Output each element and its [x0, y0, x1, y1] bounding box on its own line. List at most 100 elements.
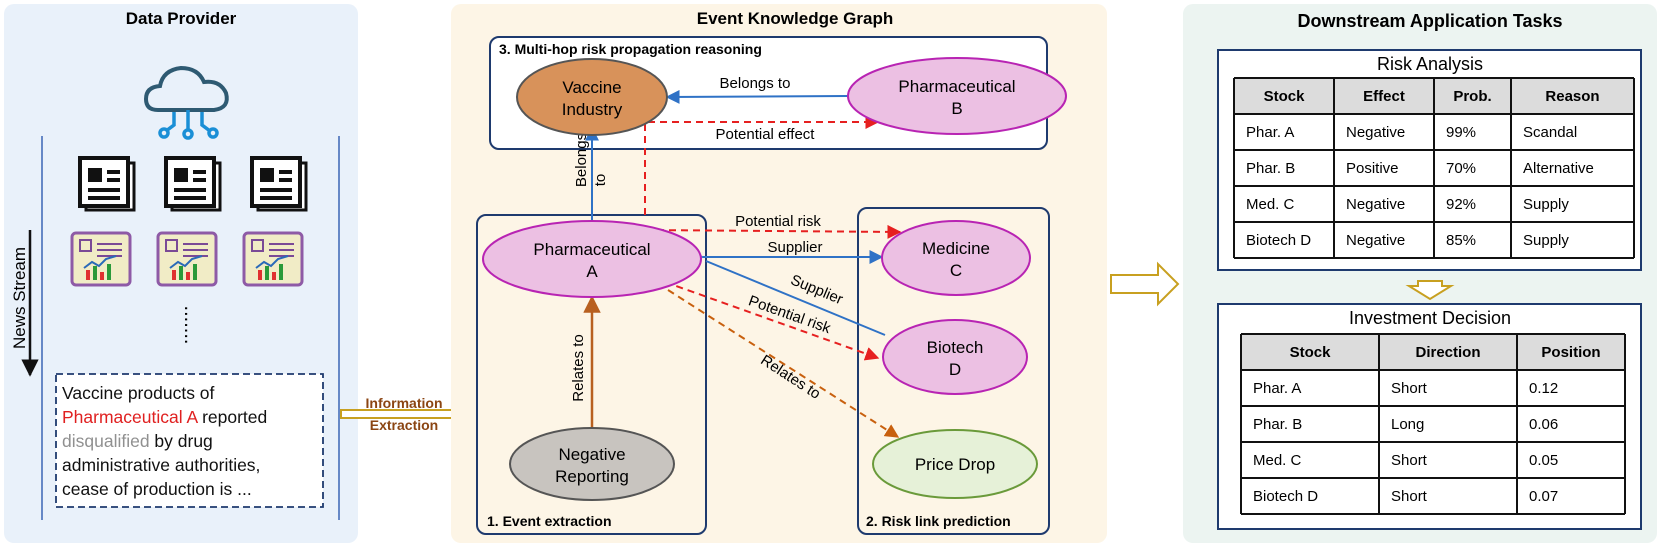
table-cell: Biotech D — [1246, 232, 1311, 249]
news-segment: administrative authorities, — [62, 455, 260, 475]
newspaper-icon — [78, 156, 136, 212]
node-pharma-b-line1: Pharmaceutical — [898, 77, 1015, 96]
node-biotech-d: Biotech D — [882, 319, 1028, 395]
risk-link-prediction-label: 2. Risk link prediction — [866, 513, 1011, 529]
table-cell: Long — [1391, 416, 1424, 433]
edge-relates-to-neg-label: Relates to — [570, 334, 587, 402]
table-cell: 0.12 — [1529, 380, 1558, 397]
to-downstream-arrow — [1110, 261, 1180, 307]
table-cell: Short — [1391, 488, 1428, 505]
node-pharmaceutical-b: Pharmaceutical B — [847, 57, 1067, 135]
node-negative-line2: Reporting — [555, 467, 629, 486]
report-chart-icon — [242, 231, 304, 287]
event-extraction-label: 1. Event extraction — [487, 513, 612, 529]
risk-link-prediction-box — [857, 207, 1050, 535]
node-biotech-d-line1: Biotech — [927, 338, 984, 357]
news-line: Vaccine products of — [62, 383, 215, 403]
table-cell: Short — [1391, 452, 1428, 469]
table-cell: Biotech D — [1253, 488, 1318, 505]
news-segment: cease of production is ... — [62, 479, 252, 499]
edge-belongs-to-b-label: Belongs to — [720, 75, 791, 92]
node-medicine-c-line1: Medicine — [922, 239, 990, 258]
news-snippet-box — [55, 373, 324, 508]
newspaper-icons — [78, 156, 308, 212]
news-segment: Pharmaceutical A — [62, 407, 199, 427]
node-negative-line1: Negative — [558, 445, 625, 464]
table-header-cell: Effect — [1363, 88, 1405, 105]
table-cell: 99% — [1446, 124, 1476, 141]
news-segment: disqualified — [62, 431, 150, 451]
news-snippet-text: Vaccine products of Pharmaceutical A repo… — [62, 383, 267, 499]
node-medicine-c-line2: C — [950, 261, 962, 280]
risk-analysis-title: Risk Analysis — [1377, 54, 1483, 74]
edge-belongs-to-b — [665, 89, 849, 104]
data-provider-title: Data Provider — [126, 9, 237, 28]
data-provider-panel: Data Provider News Stream ....... Vaccin… — [4, 4, 358, 543]
news-line: Pharmaceutical A reported — [62, 407, 267, 427]
downstream-panel: Downstream Application Tasks Risk Analys… — [1183, 4, 1657, 543]
table-cell: 0.06 — [1529, 416, 1558, 433]
information-extraction-arrow: Information Extraction — [340, 395, 470, 433]
table-cell: Phar. B — [1246, 160, 1295, 177]
table-header-cell: Position — [1541, 344, 1600, 361]
report-chart-icon — [70, 231, 132, 287]
node-price-drop: Price Drop — [872, 429, 1038, 499]
stream-ellipsis: ....... — [180, 306, 202, 345]
node-pharma-a-line1: Pharmaceutical — [533, 240, 650, 259]
edge-potential-effect — [644, 115, 880, 215]
table-cell: Phar. B — [1253, 416, 1302, 433]
table-cell: Scandal — [1523, 124, 1577, 141]
news-line: administrative authorities, — [62, 455, 260, 475]
node-biotech-d-line2: D — [949, 360, 961, 379]
edge-belongs-to-a-label2: to — [592, 174, 609, 187]
news-segment: by drug — [150, 431, 213, 451]
table-cell: Negative — [1346, 196, 1405, 213]
downstream-title: Downstream Application Tasks — [1297, 11, 1562, 31]
edge-supplier-d — [705, 260, 886, 336]
news-segment: reported — [197, 407, 267, 427]
table-cell: Negative — [1346, 124, 1405, 141]
news-stream-label: News Stream — [10, 247, 29, 349]
table-cell: Alternative — [1523, 160, 1594, 177]
table-cell: 85% — [1446, 232, 1476, 249]
table-cell: Positive — [1346, 160, 1399, 177]
node-negative-reporting: Negative Reporting — [509, 427, 675, 501]
investment-title: Investment Decision — [1349, 308, 1511, 328]
edge-potential-risk-c — [644, 224, 902, 239]
table-header-cell: Direction — [1415, 344, 1480, 361]
edge-supplier-c-label: Supplier — [767, 239, 822, 256]
report-chart-icon — [156, 231, 218, 287]
newspaper-icon — [250, 156, 308, 212]
node-pharma-b-line2: B — [951, 99, 962, 118]
table-cell: Med. C — [1253, 452, 1302, 469]
news-line: disqualified by drug — [62, 431, 213, 451]
edge-potential-effect-label: Potential effect — [716, 126, 816, 143]
table-cell: Med. C — [1246, 196, 1295, 213]
edge-belongs-to-a-label1: Belongs — [573, 133, 590, 187]
table-cell: 0.07 — [1529, 488, 1558, 505]
ekg-title: Event Knowledge Graph — [697, 9, 893, 28]
table-cell: Negative — [1346, 232, 1405, 249]
node-vaccine-industry: Vaccine Industry — [516, 58, 668, 136]
table-cell: Supply — [1523, 196, 1569, 213]
info-extraction-line2: Extraction — [370, 417, 438, 433]
network-nodes-icon — [158, 110, 219, 140]
table-cell: Supply — [1523, 232, 1569, 249]
node-pharmaceutical-a: Pharmaceutical A — [482, 220, 702, 298]
table-header-cell: Reason — [1545, 88, 1599, 105]
info-extraction-line1: Information — [366, 395, 443, 411]
table-cell: Phar. A — [1246, 124, 1294, 141]
newspaper-icon — [164, 156, 222, 212]
table-cell: 70% — [1446, 160, 1476, 177]
cloud-network-icon — [143, 65, 229, 112]
table-cell: 0.05 — [1529, 452, 1558, 469]
node-pharma-a-line2: A — [586, 262, 598, 281]
table-cell: Short — [1391, 380, 1428, 397]
down-arrow-icon — [1405, 280, 1455, 301]
news-line: cease of production is ... — [62, 479, 252, 499]
table-header-cell: Stock — [1290, 344, 1332, 361]
node-vaccine-line2: Industry — [562, 100, 623, 119]
node-medicine-c: Medicine C — [881, 220, 1031, 296]
edge-potential-risk-c-label: Potential risk — [735, 213, 821, 230]
